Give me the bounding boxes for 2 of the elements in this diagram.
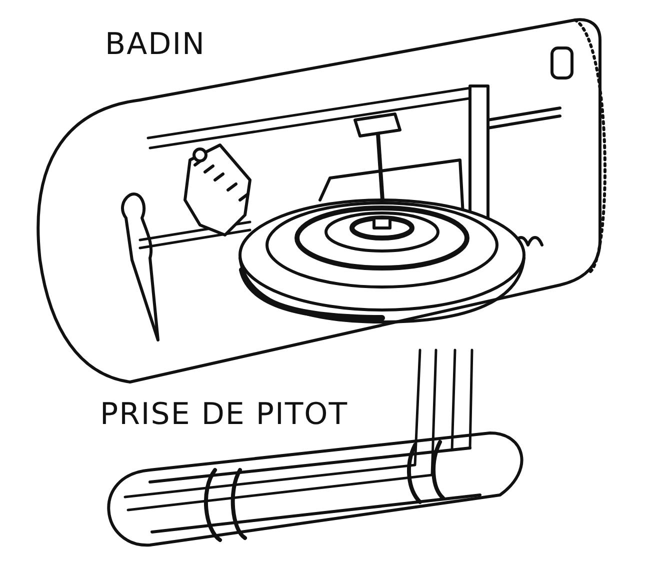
instrument-title: BADIN [105,30,206,60]
pitot-title: PRISE DE PITOT [100,400,348,430]
